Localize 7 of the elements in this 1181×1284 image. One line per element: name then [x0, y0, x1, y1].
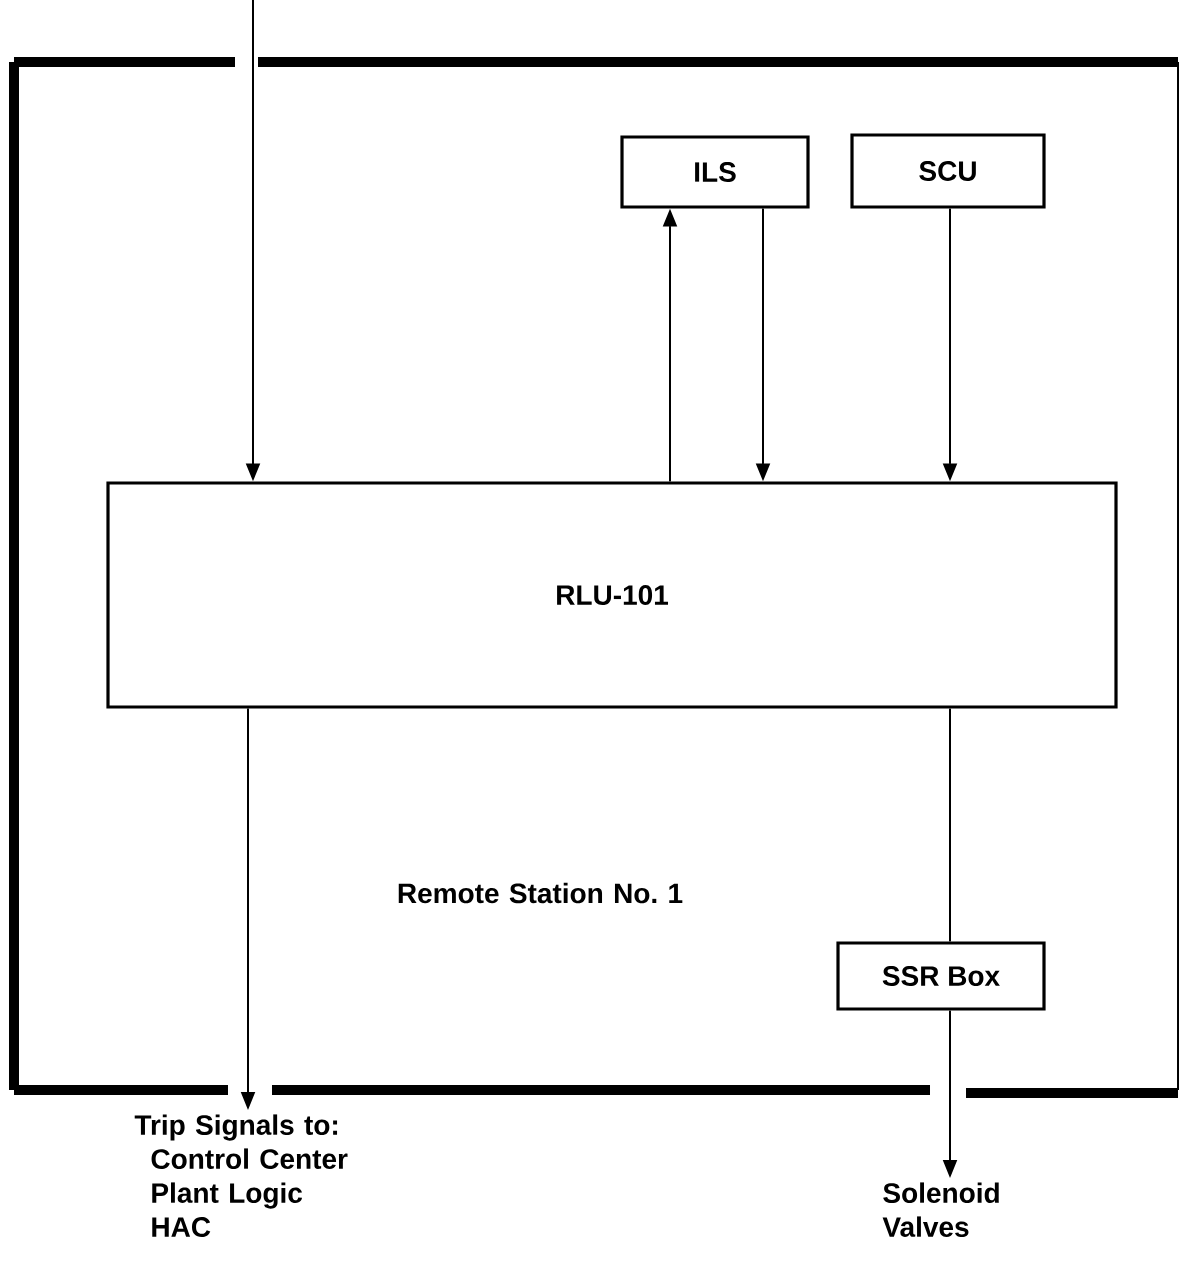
output-label: Solenoid Valves	[882, 1182, 999, 1237]
block-box: RLU-101	[106, 481, 1118, 709]
block-box: ILS	[620, 135, 810, 209]
block-box: SCU	[850, 133, 1046, 209]
station-label: Remote Station No. 1	[398, 882, 683, 904]
output-label: Trip Signals to: Control Center Plant Logic HAC	[134, 1114, 348, 1237]
block-box: SSR Box	[836, 941, 1046, 1011]
